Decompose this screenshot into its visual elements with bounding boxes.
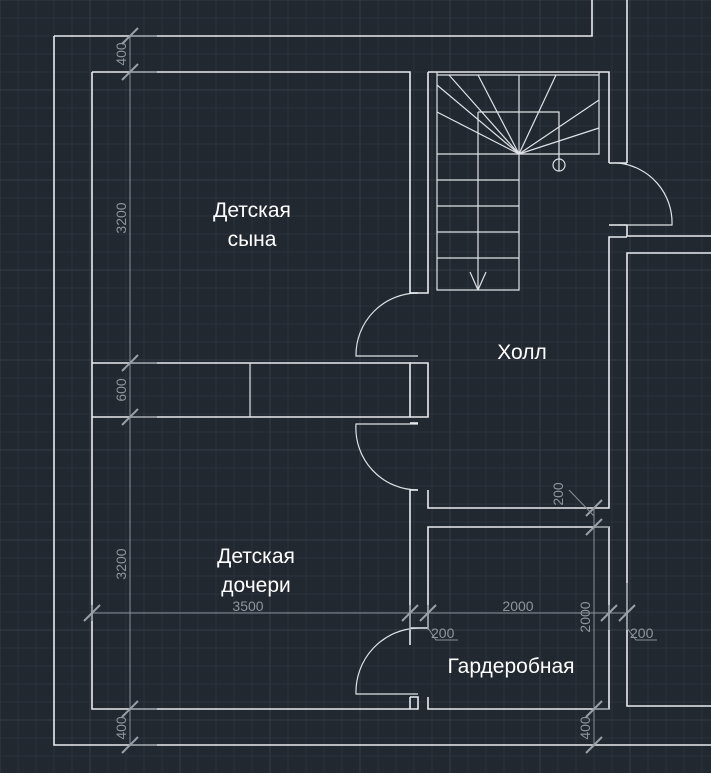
dim-bottom-right-400: 400 [577,716,593,740]
daughter-room-door [355,627,419,695]
dim-door-200-left: 200 [431,625,455,641]
dim-mid-600: 600 [113,378,129,402]
room-labels: Детская сына Холл Детская дочери Гардеро… [213,199,574,678]
hall-door [355,423,419,491]
wardrobe-label: Гардеробная [447,655,574,678]
dim-width-3500: 3500 [232,598,263,614]
son-room-label-line2: сына [228,228,277,251]
stair-door [617,162,673,226]
daughter-room-label-line2: дочери [221,574,291,597]
dimension-labels: 400 3200 600 3200 400 3500 2000 2000 200… [113,42,654,740]
son-room-label-line1: Детская [213,199,291,222]
dim-height-2000: 2000 [577,601,593,632]
son-room-door [355,292,419,357]
daughter-room-label-line1: Детская [217,545,295,568]
dim-door-200-right: 200 [630,625,654,641]
dimension-lines [83,27,657,754]
dim-bottom-400: 400 [113,716,129,740]
hall-walls [418,71,627,509]
dim-top-400: 400 [113,42,129,66]
doors [355,162,673,695]
outer-walls [53,0,711,746]
hall-label: Холл [497,341,547,364]
dim-upper-3200: 3200 [113,202,129,233]
dim-width-2000: 2000 [502,598,533,614]
partition-walls [92,292,429,424]
staircase [436,72,600,291]
dim-lower-3200: 3200 [113,548,129,579]
dim-hall-200: 200 [550,482,566,506]
